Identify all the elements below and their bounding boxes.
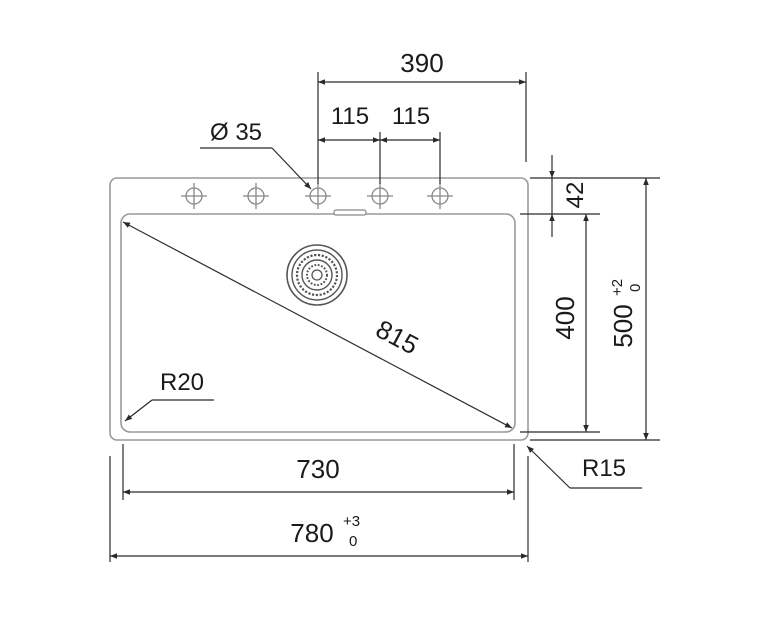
label-390: 390 [400,48,443,78]
label-500: 500 [608,304,638,347]
r15-leader-arrow [526,445,571,489]
label-500-group: 500 +2 0 [608,279,644,348]
label-500-tol-lower: 0 [627,284,644,292]
label-115-a: 115 [331,103,369,130]
label-r15: R15 [582,455,626,482]
label-780: 780 [290,518,333,548]
r20-leader-arrow [124,399,153,422]
dim-line-815 [122,221,513,429]
label-780-tol-upper: +3 [343,513,360,530]
label-400: 400 [550,296,580,339]
label-780-tol-lower: 0 [349,533,357,550]
label-115-b: 115 [392,103,430,130]
label-500-tol-upper: +2 [609,279,626,296]
label-diameter: Ø 35 [210,119,262,146]
label-730: 730 [296,454,339,484]
tap-hole-5 [427,183,453,209]
overflow-slot [333,209,367,216]
tap-hole-2 [243,183,269,209]
label-42: 42 [562,182,589,209]
bowl-outline [120,213,516,433]
label-r20: R20 [160,369,204,396]
tap-hole-3 [305,183,331,209]
tap-hole-4 [367,183,393,209]
diameter-leader-arrow [271,147,312,190]
tap-hole-1 [181,183,207,209]
